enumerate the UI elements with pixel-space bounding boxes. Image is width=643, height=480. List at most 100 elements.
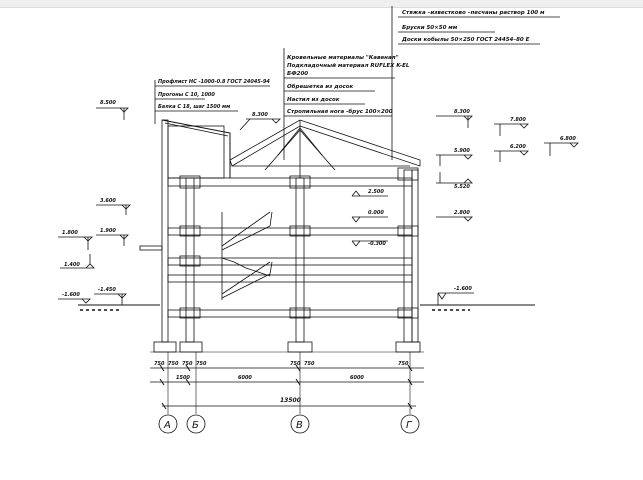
left-note-line-3: Балка С 18, шаг 1500 мм [158,104,230,110]
roof-note-line-1: Кровельные материалы "Кавенал" [287,55,399,61]
axis-bubble-v [290,414,310,434]
level-8300-canopy: 8.300 [252,112,268,118]
level-mark-symbol [58,298,91,304]
level-mark-arrow [351,240,361,247]
axis-label-b: Б [192,420,199,431]
level-1900: 1.900 [100,228,116,234]
dim-footing-5: 750 [290,361,301,367]
dim-footing-6: 750 [304,361,315,367]
lean-to-roof-inner [164,122,229,137]
level-m1600-right: -1.600 [454,286,472,292]
note-screed: Стяжка –известково –песчаны раствор 100 … [402,10,545,16]
level-5900: 5.900 [454,148,470,154]
left-note-line-1: Профлист НС -1000-0.8 ГОСТ 24045-94 [158,78,270,85]
stair-lower-stringer [221,261,271,295]
stair-upper-stringer [221,211,271,247]
level-6200: 6.200 [510,144,526,150]
top-right-notes: Стяжка –известково –песчаны раствор 100 … [391,6,560,160]
level-2500: 2.500 [368,189,384,195]
left-note-line-2: Прогоны С 10, 1000 [158,92,215,98]
roof-notes: Кровельные материалы "Кавенал" Подкладоч… [283,48,410,160]
roof-note-line-3: БФ200 [287,71,308,77]
level-7800: 7.800 [510,117,526,123]
column-node-v-2 [289,225,311,237]
dim-total: 13500 [280,397,301,404]
footing-g [395,341,421,353]
level-m1450: -1.450 [98,287,116,293]
column-node-g-4 [397,307,419,319]
level-marks: 8.500 3.600 1.800 1.900 1.400 -1.600 -1.… [58,100,579,305]
level-mark-symbol [436,178,473,184]
slab-middle [167,257,413,266]
level-1400: 1.400 [64,262,80,268]
level-m0300: -0.300 [368,241,386,247]
right-outer-wall [411,169,419,343]
level-mark-symbol [436,115,473,121]
roof-note-line-6: Стропильная нога -брус 100×200 [287,108,393,115]
column-node-b-3 [179,255,201,267]
column-head-v [289,175,311,189]
level-8300-right: 8.300 [454,109,470,115]
level-mark-arrow [351,190,361,197]
axis-label-v: В [296,420,303,431]
stair-landing-flight [221,257,271,277]
left-notes: Профлист НС -1000-0.8 ГОСТ 24045-94 Прог… [154,78,270,124]
level-m1600-left: -1.600 [62,292,80,298]
level-mark-symbol [246,118,281,124]
level-5520: 5.520 [454,184,470,190]
lean-to-roof [161,119,231,178]
axis-bubble-a [158,414,178,434]
roof-note-line-4: Обрешетка из досок [287,83,354,90]
roof-brace-left [277,127,301,156]
level-mark-symbol [436,216,473,222]
footing-b [179,341,203,353]
column-node-b-2 [179,225,201,237]
level-mark-symbol [58,236,93,242]
level-mark-leader [239,118,251,131]
level-mark-symbol [494,150,529,156]
note-bars: Бруски 50×50 мм [402,25,458,31]
slab-lower [167,274,413,283]
left-outer-wall [161,119,169,343]
axis-bubble-g [400,414,420,434]
stair-lower-flight [221,261,273,299]
level-mark-arrow [351,216,361,223]
entry-canopy [139,245,163,251]
level-0000: 0.000 [368,210,384,216]
stair-upper-flight [221,211,273,251]
axis-label-g: Г [406,420,413,431]
column-g [403,169,413,343]
level-mark-symbol [436,154,473,160]
level-mark-symbol [96,234,129,240]
dimension-chains: 750 750 750 750 750 750 750 1500 6000 60… [150,352,424,414]
level-1800: 1.800 [62,230,78,236]
level-2800: 2.800 [454,210,470,216]
level-mark-symbol [544,142,579,148]
column-node-b-4 [179,307,201,319]
dim-footing-7: 750 [398,361,409,367]
level-8500: 8.500 [100,100,116,106]
column-node-g-2 [397,225,419,237]
axis-bubbles: А Б В Г [158,414,420,434]
level-mark-symbol [60,263,95,269]
level-mark-symbol [494,123,529,129]
window-top-strip [0,0,643,8]
dim-footing-3: 750 [182,361,193,367]
axis-label-a: А [163,420,171,431]
dim-span-1500: 1500 [176,375,190,381]
dim-span-6000-a: 6000 [238,375,252,381]
axis-bubble-b [186,414,206,434]
footing-a [153,341,177,353]
level-mark-arrow [437,292,447,300]
roof-brace-right [299,127,323,156]
footing-v [287,341,313,353]
level-6800: 6.800 [560,136,576,142]
building-structure [78,119,535,353]
dim-footing-1: 750 [154,361,165,367]
column-head-b [179,175,201,189]
note-boards: Доски кобылы 50×250 ГОСТ 24454–80 Е [401,36,530,43]
roof-note-line-5: Настил из досок [287,97,340,103]
dim-span-6000-b: 6000 [350,375,364,381]
